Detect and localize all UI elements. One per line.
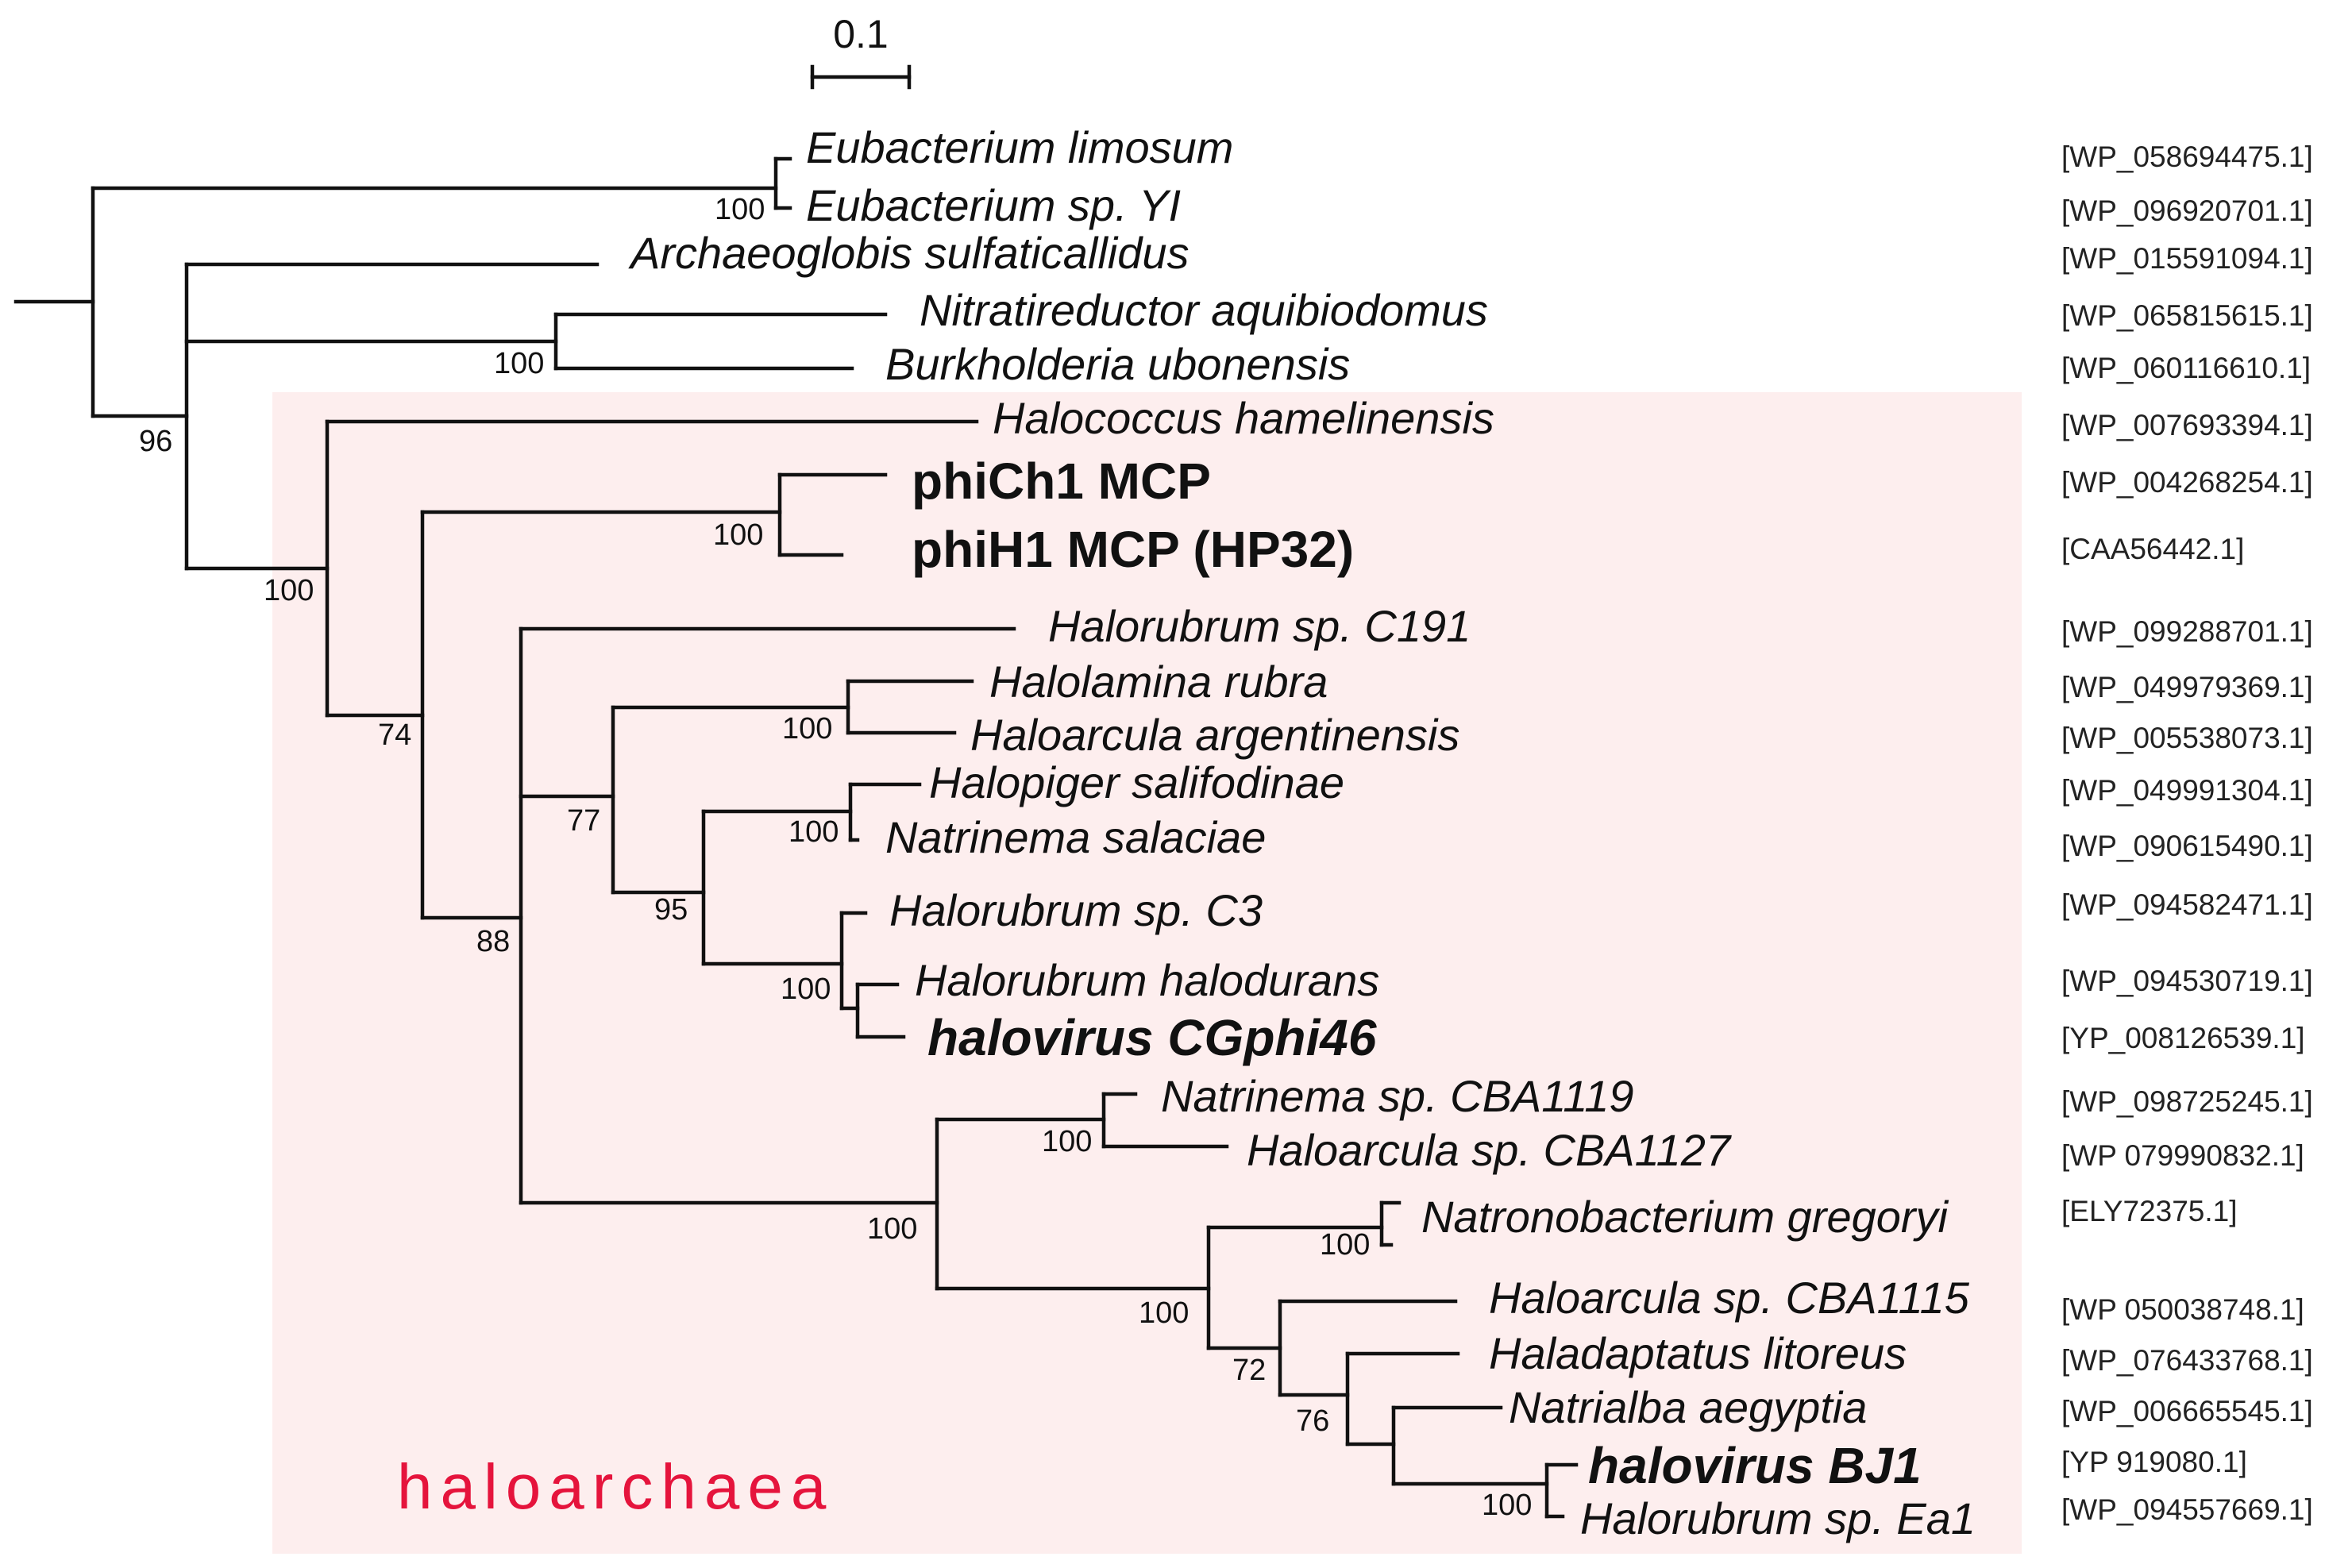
accession-label: [WP_094530719.1] — [2061, 965, 2313, 997]
accession-label: [WP_004268254.1] — [2061, 466, 2313, 499]
bootstrap-value: 96 — [139, 425, 172, 458]
taxon-label: phiCh1 MCP — [912, 453, 1211, 510]
taxon-label: Eubacterium sp. YI — [806, 180, 1181, 230]
bootstrap-value: 88 — [476, 925, 510, 958]
accession-label: [WP_005538073.1] — [2061, 722, 2313, 754]
haloarchaea-clade-label: haloarchaea — [397, 1451, 834, 1522]
bootstrap-value: 100 — [781, 973, 831, 1006]
accession-label: [WP_049991304.1] — [2061, 774, 2313, 807]
bootstrap-value: 100 — [1320, 1228, 1370, 1262]
accession-label: [ELY72375.1] — [2061, 1195, 2238, 1227]
bootstrap-values: 100 96 100 100 100 74 100 77 100 95 100 … — [139, 193, 1532, 1522]
taxon-label: Halolamina rubra — [989, 657, 1328, 707]
accession-label: [WP_090615490.1] — [2061, 830, 2313, 862]
haloarchaea-clade-box — [272, 392, 2022, 1554]
bootstrap-value: 100 — [715, 193, 765, 226]
accession-label: [WP_094557669.1] — [2061, 1493, 2313, 1526]
accession-label: [WP_006665545.1] — [2061, 1395, 2313, 1427]
accession-labels: [WP_058694475.1] [WP_096920701.1] [WP_01… — [2061, 141, 2313, 1526]
bootstrap-value: 100 — [1042, 1125, 1092, 1158]
taxon-label: Burkholderia ubonensis — [885, 339, 1350, 389]
bootstrap-value: 100 — [494, 347, 544, 380]
taxon-label: Nitratireductor aquibiodomus — [920, 285, 1488, 335]
accession-label: [WP_094582471.1] — [2061, 888, 2313, 921]
bootstrap-value: 100 — [788, 815, 839, 849]
taxon-label: Haladaptatus litoreus — [1489, 1328, 1907, 1378]
accession-label: [WP_096920701.1] — [2061, 195, 2313, 227]
accession-label: [WP_015591094.1] — [2061, 242, 2313, 275]
taxon-label: halovirus CGphi46 — [927, 1009, 1377, 1066]
accession-label: [WP 050038748.1] — [2061, 1293, 2304, 1326]
accession-label: [WP_076433768.1] — [2061, 1344, 2313, 1377]
scale-bar-label: 0.1 — [833, 12, 889, 56]
bootstrap-value: 100 — [782, 712, 832, 745]
bootstrap-value: 100 — [713, 518, 763, 552]
accession-label: [WP_098725245.1] — [2061, 1085, 2313, 1118]
accession-label: [WP_099288701.1] — [2061, 615, 2313, 648]
bootstrap-value: 76 — [1296, 1404, 1329, 1438]
accession-label: [YP 919080.1] — [2061, 1446, 2247, 1478]
accession-label: [WP_058694475.1] — [2061, 141, 2313, 173]
accession-label: [YP_008126539.1] — [2061, 1022, 2305, 1054]
taxon-label: Archaeoglobis sulfaticallidus — [628, 228, 1189, 278]
taxon-label: Natronobacterium gregoryi — [1421, 1192, 1949, 1242]
taxon-label: Natrialba aegyptia — [1509, 1382, 1867, 1432]
taxon-label: Haloarcula sp. CBA1115 — [1489, 1273, 1970, 1323]
bootstrap-value: 95 — [654, 893, 688, 927]
taxon-label: Eubacterium limosum — [806, 122, 1233, 172]
taxon-label: Halorubrum sp. C3 — [889, 885, 1263, 935]
bootstrap-value: 72 — [1232, 1354, 1266, 1387]
taxon-label: Halorubrum sp. Ea1 — [1580, 1493, 1976, 1543]
taxon-label: halovirus BJ1 — [1588, 1437, 1922, 1494]
taxon-label: Halorubrum halodurans — [915, 955, 1379, 1005]
accession-label: [WP_060116610.1] — [2061, 352, 2311, 384]
taxon-label: Natrinema salaciae — [885, 812, 1266, 862]
accession-label: [CAA56442.1] — [2061, 533, 2244, 565]
tree-branches — [13, 64, 1579, 1519]
bootstrap-value: 100 — [264, 574, 314, 607]
accession-label: [WP 079990832.1] — [2061, 1139, 2304, 1172]
taxon-label: Haloarcula argentinensis — [970, 710, 1459, 760]
taxon-labels: Eubacterium limosum Eubacterium sp. YI A… — [628, 122, 1976, 1543]
taxon-label: Halopiger salifodinae — [929, 757, 1344, 807]
bootstrap-value: 100 — [1139, 1296, 1189, 1330]
taxon-label: phiH1 MCP (HP32) — [912, 521, 1354, 578]
bootstrap-value: 100 — [1482, 1489, 1532, 1522]
accession-label: [WP_007693394.1] — [2061, 409, 2313, 441]
scale-bar — [810, 64, 912, 90]
bootstrap-value: 100 — [867, 1212, 917, 1246]
accession-label: [WP_049979369.1] — [2061, 671, 2313, 703]
bootstrap-value: 74 — [378, 719, 411, 752]
accession-label: [WP_065815615.1] — [2061, 299, 2313, 332]
bootstrap-value: 77 — [567, 804, 600, 838]
taxon-label: Halorubrum sp. C191 — [1048, 601, 1471, 651]
taxon-label: Natrinema sp. CBA1119 — [1161, 1071, 1634, 1121]
taxon-label: Halococcus hamelinensis — [993, 393, 1494, 443]
taxon-label: Haloarcula sp. CBA1127 — [1247, 1125, 1732, 1175]
